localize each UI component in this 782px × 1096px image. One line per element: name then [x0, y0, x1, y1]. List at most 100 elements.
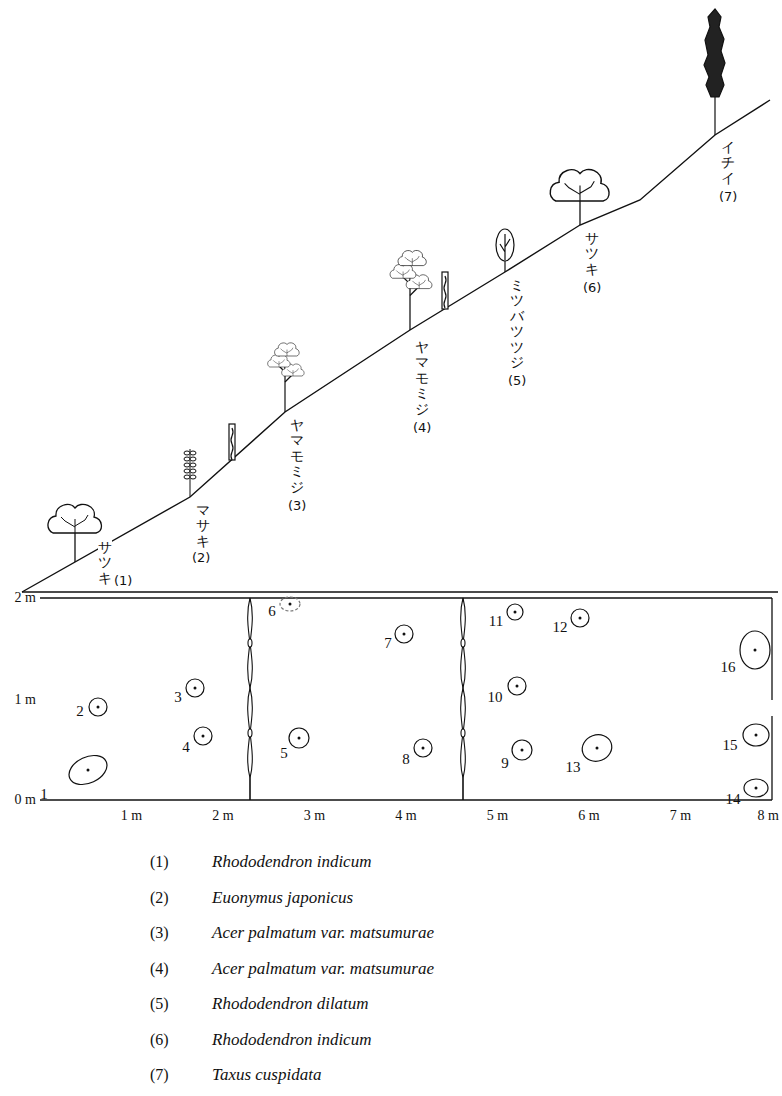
callout-number: (1): [114, 574, 132, 589]
plant-position: [571, 609, 589, 627]
tree-masaki: [184, 463, 190, 467]
tree-masaki: [190, 469, 196, 473]
plan-frame: [40, 598, 772, 800]
plant-number: 15: [723, 737, 738, 754]
tree-satsuki: [550, 169, 609, 201]
species-number: (4): [150, 959, 169, 977]
tree-mitsubatsutsuji: [496, 229, 514, 272]
species-name-vertical: ヤマモミジ: [290, 418, 304, 495]
plant-position: [414, 739, 432, 757]
plant-number: 5: [280, 745, 288, 762]
species-name-vertical: マサキ: [196, 503, 210, 549]
plant-position: [395, 625, 413, 643]
rope: [248, 729, 252, 737]
species-name-vertical: ミツバツツジ: [510, 278, 524, 370]
rope: [461, 598, 466, 800]
callout-number: (6): [583, 281, 601, 296]
tree-masaki: [190, 457, 196, 461]
plant-number: 7: [384, 635, 392, 652]
tree-ichii: [714, 95, 715, 135]
tree-satsuki: [74, 532, 75, 562]
axis-label: 3 m: [304, 808, 325, 824]
tree-masaki: [184, 469, 190, 473]
plant-position: [403, 633, 406, 636]
callout-number: (4): [413, 421, 431, 436]
plant-position: [289, 603, 292, 606]
scientific-name: Taxus cuspidata: [212, 1065, 321, 1085]
plant-position: [754, 649, 757, 652]
axis-label: 0 m: [15, 792, 36, 808]
plant-position: [194, 687, 197, 690]
stake: [229, 424, 235, 460]
plant-position: [755, 734, 758, 737]
plant-position: [596, 747, 599, 750]
plant-position: [755, 787, 758, 790]
scientific-name: Euonymus japonicus: [212, 888, 353, 908]
callout-number: (5): [508, 374, 526, 389]
tree-ichii: [704, 9, 725, 97]
species-name-vertical: サツキ: [585, 231, 599, 277]
plant-position: [578, 731, 615, 766]
callout-number: (3): [288, 499, 306, 514]
axis-label: 2 m: [15, 590, 36, 606]
scientific-name: Rhododendron indicum: [212, 1030, 371, 1050]
plant-position: [743, 724, 769, 746]
rope: [248, 598, 253, 800]
plan-frame: [40, 597, 772, 598]
tree-ichii: [704, 9, 725, 135]
axis-label: 1 m: [15, 692, 36, 708]
callout-number: (7): [719, 190, 737, 205]
plant-number: 16: [721, 659, 736, 676]
axis-label: 6 m: [578, 808, 599, 824]
scientific-name: Rhododendron indicum: [212, 852, 371, 872]
species-name-vertical: サツキ: [98, 540, 112, 586]
plan-frame: [771, 598, 772, 700]
stake: [229, 272, 448, 460]
axis-label: 1 m: [121, 808, 142, 824]
plant-number: 4: [182, 739, 190, 756]
tree-masaki: [190, 451, 196, 455]
plant-number: 1: [40, 786, 48, 803]
tree-masaki: [190, 475, 196, 479]
tree-masaki: [184, 451, 190, 455]
rope: [248, 598, 253, 800]
species-number: (2): [150, 888, 169, 906]
axis-label: 4 m: [395, 808, 416, 824]
plant-position: [280, 597, 300, 611]
plant-number: 8: [402, 751, 410, 768]
plant-position: [64, 597, 770, 797]
species-number: (3): [150, 924, 169, 942]
plant-number: 14: [726, 791, 741, 808]
plant-position: [579, 617, 582, 620]
stake: [442, 272, 448, 309]
slope-profile: [22, 100, 778, 592]
slope-profile: [22, 100, 770, 592]
plant-number: 6: [268, 603, 276, 620]
axis-label: 7 m: [670, 808, 691, 824]
tree-yamamomiji: [275, 343, 300, 356]
species-name-vertical: イチイ: [721, 140, 735, 186]
tree-masaki: [190, 449, 191, 497]
tree-masaki: [190, 463, 196, 467]
species-number: (5): [150, 995, 169, 1013]
plant-number: 9: [501, 755, 509, 772]
plan-frame: [40, 799, 772, 800]
species-number: (6): [150, 1030, 169, 1048]
tree-mitsubatsutsuji: [496, 229, 514, 261]
tree-satsuki: [579, 200, 580, 225]
rope: [461, 598, 466, 800]
plan-frame: [771, 716, 772, 800]
axis-label: 5 m: [487, 808, 508, 824]
plant-position: [740, 631, 770, 669]
plant-position: [521, 749, 524, 752]
plant-position: [512, 740, 532, 760]
tree-yamamomiji: [390, 250, 432, 330]
plant-position: [514, 611, 517, 614]
rope: [248, 639, 252, 647]
plant-number: 3: [174, 689, 182, 706]
tree-mitsubatsutsuji: [500, 234, 510, 260]
stake: [231, 428, 233, 460]
species-number: (7): [150, 1066, 169, 1084]
rope: [461, 639, 465, 647]
tree-yamamomiji: [268, 343, 304, 412]
